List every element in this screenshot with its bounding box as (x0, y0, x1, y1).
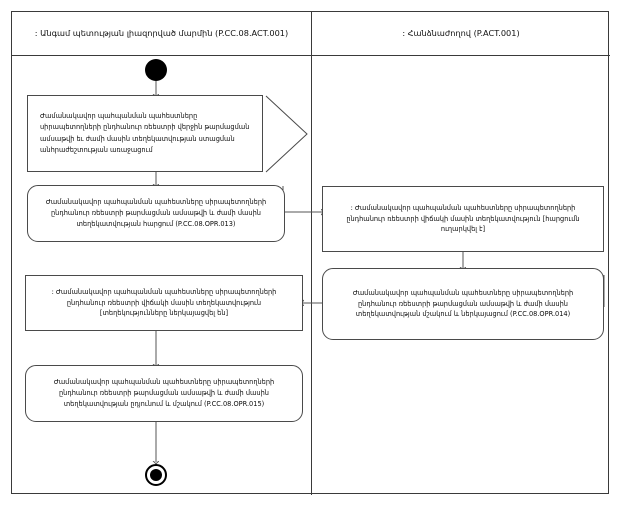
action-node-opr-015[interactable]: Ժամանակավոր պահպանման պահեստները սիրապետ… (25, 365, 303, 422)
signal-chevron-icon (265, 95, 308, 172)
lane-header-divider-right (311, 55, 610, 56)
object-node-info-provided[interactable]: : Ժամանակավոր պահպանման պահեստները սիրապ… (25, 275, 303, 331)
action-node-opr-014[interactable]: Ժամանակավոր պահպանման պահեստները սիրապետ… (322, 268, 604, 340)
action-node-opr-014-label: Ժամանակավոր պահպանման պահեստները սիրապետ… (352, 288, 574, 319)
accept-event-action-node[interactable]: Ժամանակավոր պահպանման պահեստները սիրապետ… (27, 95, 308, 172)
object-node-request-sent[interactable]: : Ժամանակավոր պահպանման պահեստները սիրապ… (322, 186, 604, 252)
accept-event-action-label: Ժամանակավոր պահպանման պահեստները սիրապետ… (27, 95, 263, 172)
lane-header-left: : Անգամ պետության լիազորված մարմին (P.CC… (34, 27, 289, 38)
object-node-info-provided-label: : Ժամանակավոր պահպանման պահեստները սիրապ… (51, 287, 277, 318)
action-node-opr-015-label: Ժամանակավոր պահպանման պահեստները սիրապետ… (53, 378, 275, 408)
lane-vertical-divider (311, 11, 312, 495)
initial-node[interactable] (145, 59, 167, 81)
action-node-opr-013-label: Ժամանակավոր պահպանման պահեստները սիրապետ… (45, 198, 267, 228)
activity-final-node[interactable] (145, 464, 167, 486)
object-node-request-sent-label: : Ժամանակավոր պահպանման պահեստները սիրապ… (346, 203, 580, 234)
action-node-opr-013[interactable]: Ժամանակավոր պահպանման պահեստները սիրապետ… (27, 185, 285, 242)
lane-header-divider-left (11, 55, 312, 56)
lane-header-right: : Հանձնաժողով (P.ACT.001) (402, 27, 520, 38)
